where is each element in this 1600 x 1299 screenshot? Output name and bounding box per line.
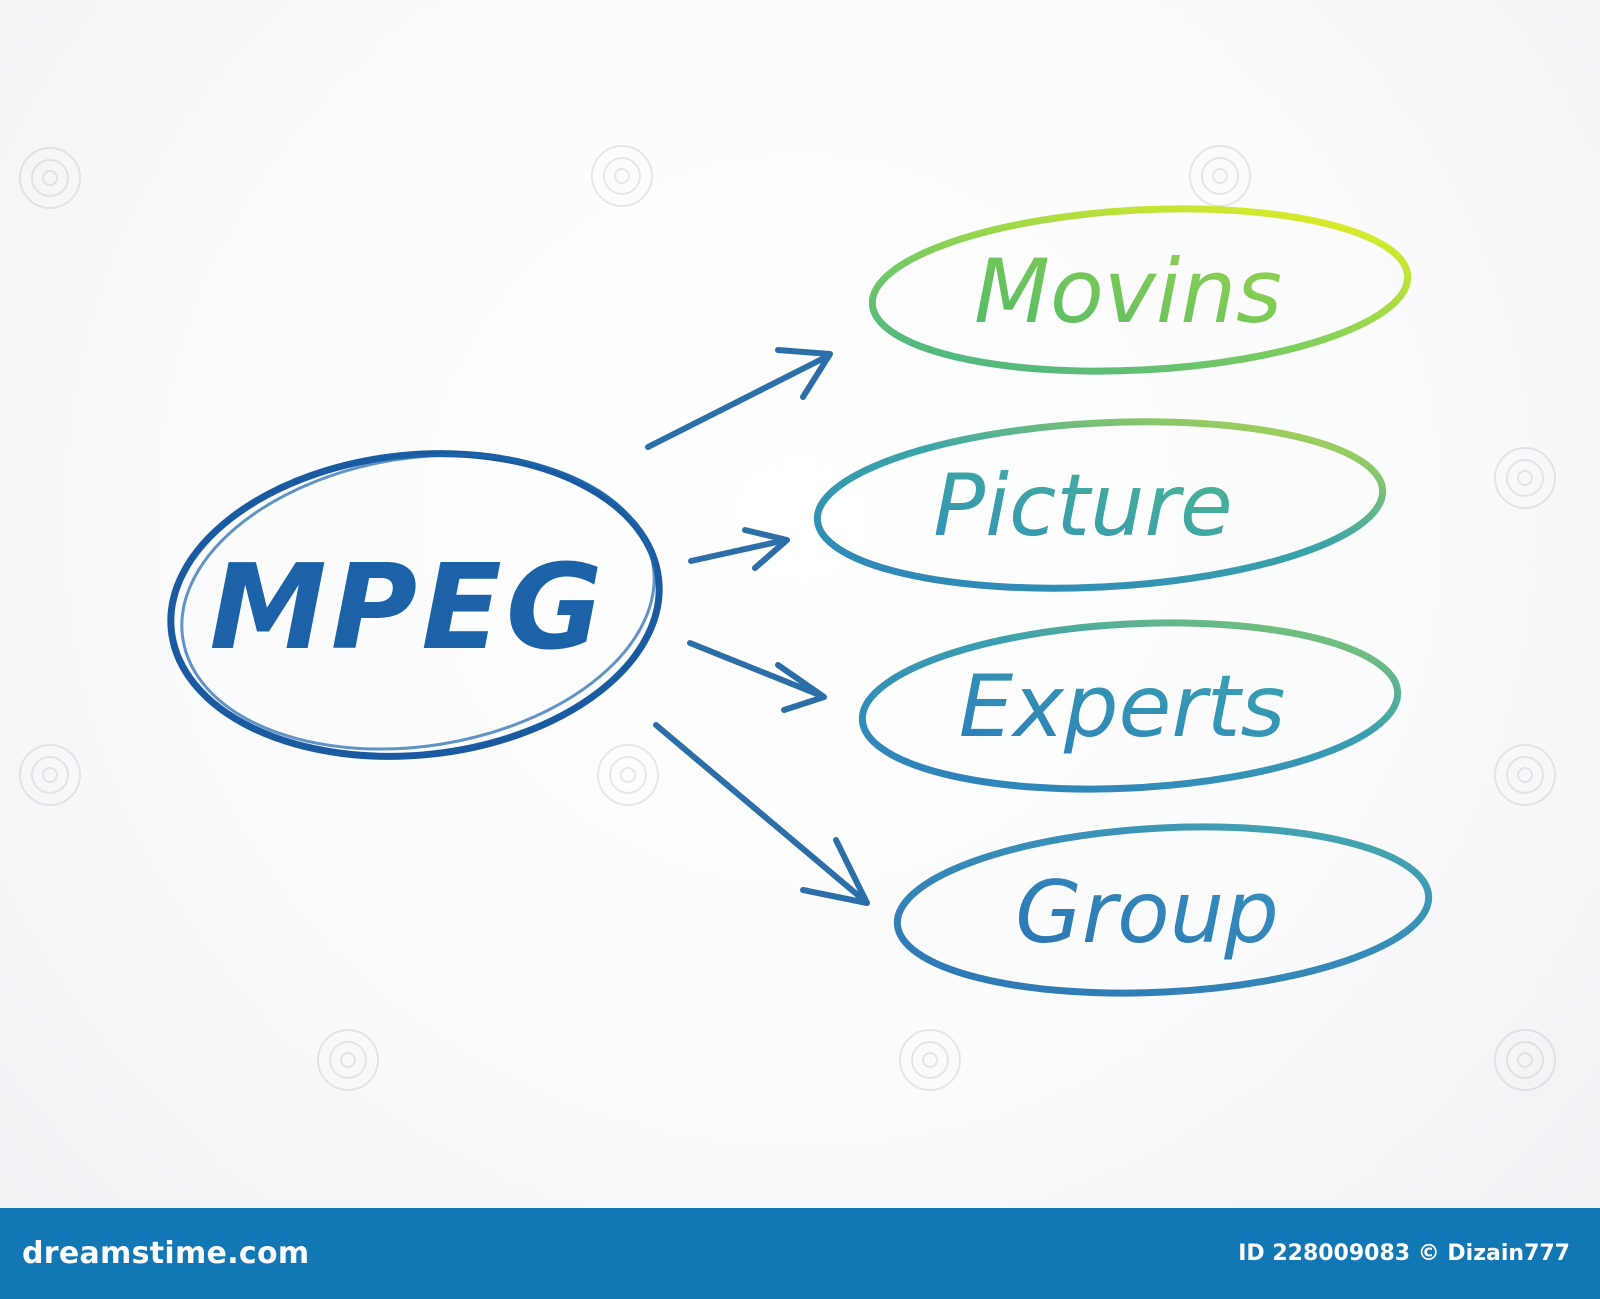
arrow-to-movins [645,347,833,450]
mpeg-acronym-diagram: MPEG Movins Picture Experts [19,145,1556,1091]
center-ellipse-overstroke [180,453,656,751]
center-label: MPEG [209,538,606,676]
branch-ellipse [813,418,1387,592]
watermark-pattern [19,145,1556,1091]
image-credit: ID 228009083 © Dizain777 [1238,1241,1570,1266]
center-ellipse [167,450,663,760]
arrow-to-picture [688,527,790,571]
branch-label: Movins [974,240,1282,343]
center-node: MPEG [167,450,663,760]
footer-bar: dreamstime.com ID 228009083 © Dizain777 [0,1208,1600,1299]
branch-picture: Picture [813,418,1387,592]
branch-ellipse [858,619,1402,793]
branch-ellipse [868,205,1412,375]
branch-ellipse [893,823,1433,997]
branch-movins: Movins [868,205,1412,375]
branch-label: Experts [959,657,1286,757]
branch-group: Group [893,823,1433,997]
branch-experts: Experts [858,619,1402,793]
arrow-to-group [653,722,870,906]
branch-label: Group [1015,863,1279,963]
brand-logo: dreamstime.com [22,1236,310,1271]
arrows [645,347,870,906]
arrow-to-experts [687,640,827,713]
branch-label: Picture [933,456,1233,556]
